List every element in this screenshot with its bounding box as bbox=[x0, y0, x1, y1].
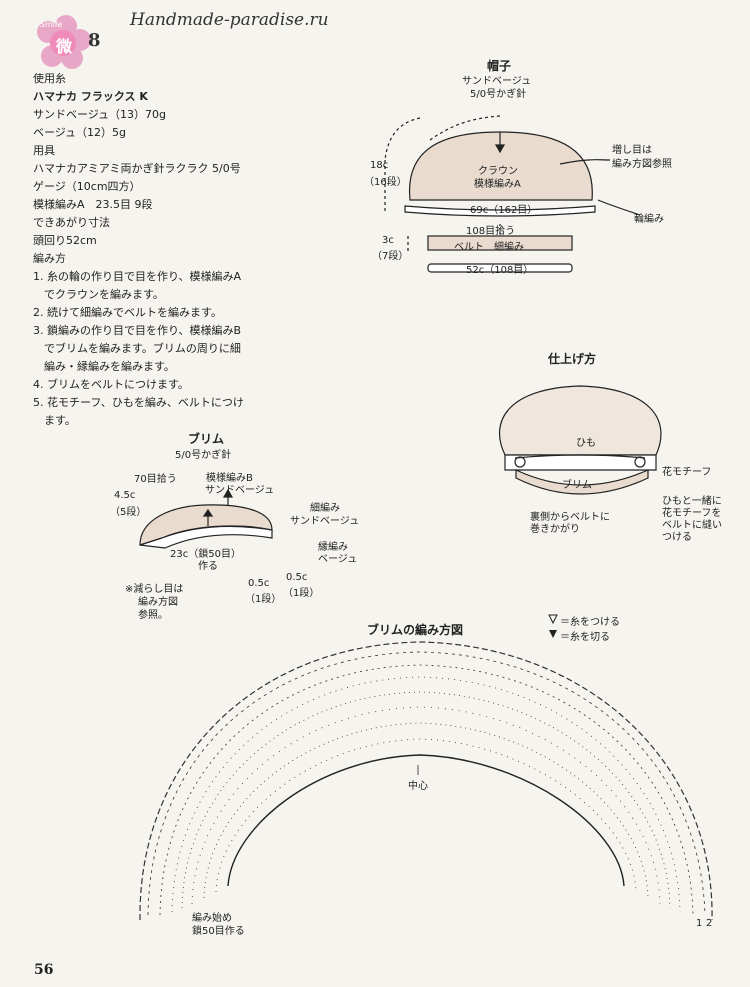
material-line: 3. 鎖編みの作り目で目を作り、模様編みB bbox=[33, 324, 242, 337]
belt-height-rows: （7段） bbox=[372, 251, 409, 262]
hat-circumference: 69c（162目） bbox=[470, 205, 538, 216]
brim-pattern: 模様編みB bbox=[206, 473, 253, 484]
whipstitch-note: 裏側からベルトに bbox=[530, 512, 610, 523]
increase-note: 増し目は bbox=[612, 145, 652, 156]
brim-pattern-color: サンドベージュ bbox=[205, 485, 275, 496]
legend-attach: ＝糸をつける bbox=[560, 617, 620, 628]
increase-note: 編み方図参照 bbox=[612, 159, 672, 170]
chart-row-number: 2 bbox=[706, 918, 713, 929]
crown-pattern: 模様編みA bbox=[474, 179, 521, 190]
whipstitch-note: 巻きかがり bbox=[530, 524, 580, 535]
legend-attach-icon bbox=[548, 614, 558, 625]
material-line: 編み・縁編みを編みます。 bbox=[33, 360, 175, 373]
material-line: 2. 続けて細編みでベルトを編みます。 bbox=[33, 306, 222, 319]
belt-label: ベルト 細編み bbox=[454, 242, 524, 253]
badge-small-text: Smile bbox=[40, 20, 63, 29]
finish-note: つける bbox=[662, 532, 692, 543]
finish-note: 花モチーフを bbox=[662, 508, 722, 519]
decrease-note: 編み方図 bbox=[138, 597, 178, 608]
edge-width: 0.5c bbox=[248, 578, 270, 589]
flower-label: 花モチーフ bbox=[662, 467, 712, 478]
flower-badge-icon bbox=[37, 15, 91, 69]
material-line: 5. 花モチーフ、ひもを編み、ベルトにつけ bbox=[33, 396, 244, 409]
decrease-note: 参照。 bbox=[138, 610, 168, 621]
finish-note: ベルトに縫い bbox=[662, 520, 722, 531]
chart-row-number: 1 bbox=[696, 918, 703, 929]
site-watermark: Handmade-paradise.ru bbox=[130, 10, 329, 30]
brim-edge-color: ベージュ bbox=[318, 554, 358, 565]
brim-hook: 5/0号かぎ針 bbox=[175, 450, 232, 461]
finish-note: ひもと一緒に bbox=[662, 496, 722, 507]
brim-crochet-chart bbox=[139, 641, 713, 921]
material-line: ゲージ（10cm四方） bbox=[33, 180, 141, 193]
edge-width-rows: （1段） bbox=[283, 588, 320, 599]
edge-width: 0.5c bbox=[286, 572, 308, 583]
badge-kanji: 微 bbox=[56, 37, 73, 56]
material-line: サンドベージュ（13）70g bbox=[33, 108, 166, 121]
material-line: 使用糸 bbox=[33, 72, 66, 85]
brim-sc: 細編み bbox=[310, 503, 340, 514]
crown-label: クラウン bbox=[478, 166, 518, 177]
material-line: 1. 糸の輪の作り目で目を作り、模様編みA bbox=[33, 270, 242, 283]
materials-block: 使用糸 ハマナカ フラックス K サンドベージュ（13）70g ベージュ（12）… bbox=[33, 70, 244, 430]
hat-diagram bbox=[384, 115, 641, 273]
finished-hat-diagram bbox=[498, 385, 662, 495]
belt-height: 3c bbox=[382, 235, 394, 246]
brim-length-make: 作る bbox=[198, 561, 218, 572]
brim-height-rows: （5段） bbox=[110, 507, 147, 518]
brim-title: ブリム bbox=[188, 432, 225, 446]
chart-title: ブリムの編み方図 bbox=[367, 623, 464, 637]
material-line: でクラウンを編みます。 bbox=[33, 288, 164, 301]
legend-cut-icon bbox=[549, 630, 557, 638]
material-line: 4. ブリムをベルトにつけます。 bbox=[33, 378, 189, 391]
brim-pickup: 70目拾う bbox=[134, 474, 177, 485]
brim-sc-color: サンドベージュ bbox=[290, 516, 360, 527]
brim-height: 4.5c bbox=[114, 490, 136, 501]
material-line: ベージュ（12）5g bbox=[33, 126, 126, 139]
belt-pickup: 108目拾う bbox=[466, 226, 516, 237]
page-number: 56 bbox=[34, 962, 54, 978]
finish-brim-label: ブリム bbox=[562, 480, 592, 491]
legend-cut: ＝糸を切る bbox=[560, 632, 610, 643]
pattern-number: 8 bbox=[88, 30, 101, 51]
hat-bottom: 52c（108目） bbox=[466, 265, 534, 276]
cord-label: ひも bbox=[576, 438, 596, 449]
material-line: 編み方 bbox=[33, 252, 66, 265]
edge-width-rows: （1段） bbox=[245, 594, 282, 605]
brim-length: 23c（鎖50目） bbox=[170, 549, 241, 560]
hat-height: 18c bbox=[370, 160, 389, 171]
material-line: ハマナカ フラックス K bbox=[33, 90, 148, 103]
brim-edge: 縁編み bbox=[318, 542, 348, 553]
material-line: でブリムを編みます。ブリムの周りに細 bbox=[33, 342, 241, 355]
material-line: 頭回り52cm bbox=[33, 234, 97, 247]
material-line: 用具 bbox=[33, 144, 55, 157]
material-line: できあがり寸法 bbox=[33, 216, 110, 229]
chart-start: 編み始め bbox=[192, 913, 232, 924]
brim-diagram bbox=[139, 488, 273, 549]
hat-yarn: サンドベージュ bbox=[462, 76, 532, 87]
decrease-note: ※減らし目は bbox=[125, 584, 184, 595]
hat-title: 帽子 bbox=[487, 59, 512, 73]
finish-title: 仕上げ方 bbox=[548, 352, 597, 366]
material-line: ハマナカアミアミ両かぎ針ラクラク 5/0号 bbox=[33, 162, 241, 175]
ring-stitch: 輪編み bbox=[634, 214, 664, 225]
material-line: ます。 bbox=[33, 414, 76, 427]
chart-center: 中心 bbox=[408, 781, 428, 792]
hat-height-rows: （16段） bbox=[364, 177, 407, 188]
chart-start-chain: 鎖50目作る bbox=[192, 926, 245, 937]
material-line: 模様編みA 23.5目 9段 bbox=[33, 198, 153, 211]
hat-hook: 5/0号かぎ針 bbox=[470, 89, 527, 100]
